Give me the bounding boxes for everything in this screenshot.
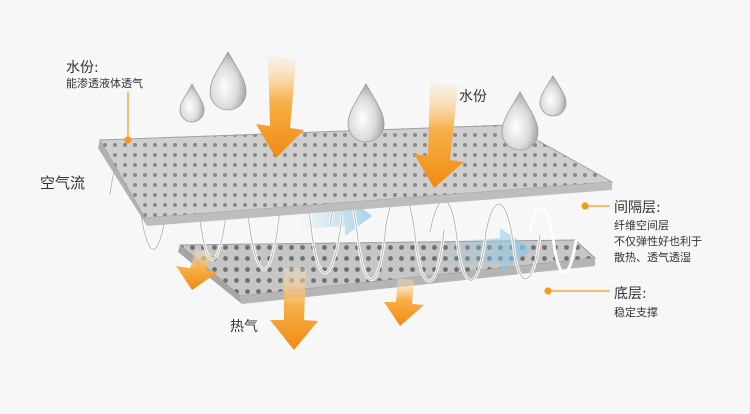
water-drop-icon bbox=[209, 51, 247, 111]
heat-arrows bbox=[176, 250, 424, 350]
spacer-desc-3: 散热、透气透湿 bbox=[614, 251, 691, 264]
water-label: 水份 bbox=[459, 89, 487, 105]
spacer-desc-1: 纤维空间层 bbox=[614, 219, 669, 232]
top-water-desc: 能渗透液体透气 bbox=[66, 77, 143, 90]
airflow-label: 空气流 bbox=[40, 174, 86, 192]
spacer-title: 间隔层: bbox=[614, 200, 661, 216]
bottom-desc: 稳定支撑 bbox=[614, 306, 658, 319]
water-arrows bbox=[256, 55, 464, 188]
bottom-title: 底层: bbox=[614, 286, 647, 302]
down-arrow-icon bbox=[384, 278, 424, 326]
down-arrow-icon bbox=[414, 82, 464, 188]
spacer-desc-2: 不仅弹性好也利于 bbox=[614, 235, 702, 248]
water-drop-icon bbox=[501, 91, 539, 151]
hot-air-label: 热气 bbox=[230, 319, 258, 335]
water-drops bbox=[179, 51, 567, 151]
leader-lines bbox=[124, 92, 610, 295]
down-arrow-icon bbox=[270, 268, 318, 350]
top-water-title: 水份: bbox=[66, 60, 99, 76]
top-layer bbox=[98, 124, 614, 226]
water-drop-icon bbox=[347, 83, 385, 143]
water-drop-icon bbox=[539, 75, 567, 117]
water-drop-icon bbox=[179, 83, 205, 123]
down-arrow-icon bbox=[256, 55, 304, 158]
down-arrow-icon bbox=[176, 250, 218, 290]
